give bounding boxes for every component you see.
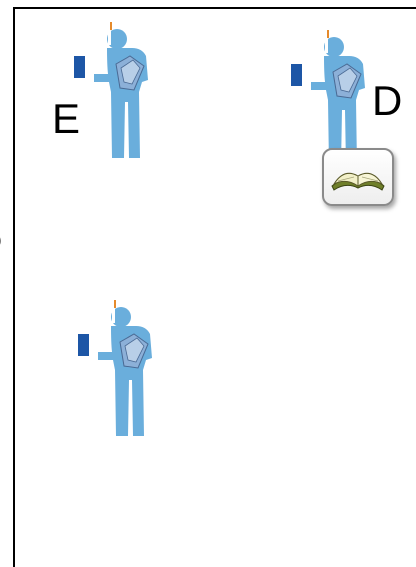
person-with-books-icon xyxy=(70,298,166,438)
person-figure-e xyxy=(66,20,162,160)
person-with-books-icon xyxy=(283,28,379,168)
person-with-books-icon xyxy=(66,20,162,160)
person-figure-unlabeled xyxy=(70,298,166,438)
book-card[interactable] xyxy=(322,148,394,206)
label-e: E xyxy=(52,98,80,140)
edge-mark xyxy=(0,230,4,252)
frame-top-line xyxy=(13,7,416,9)
label-d: D xyxy=(372,80,402,122)
person-figure-d xyxy=(283,28,379,168)
open-book-icon xyxy=(324,150,392,204)
frame-left-line xyxy=(13,7,15,567)
